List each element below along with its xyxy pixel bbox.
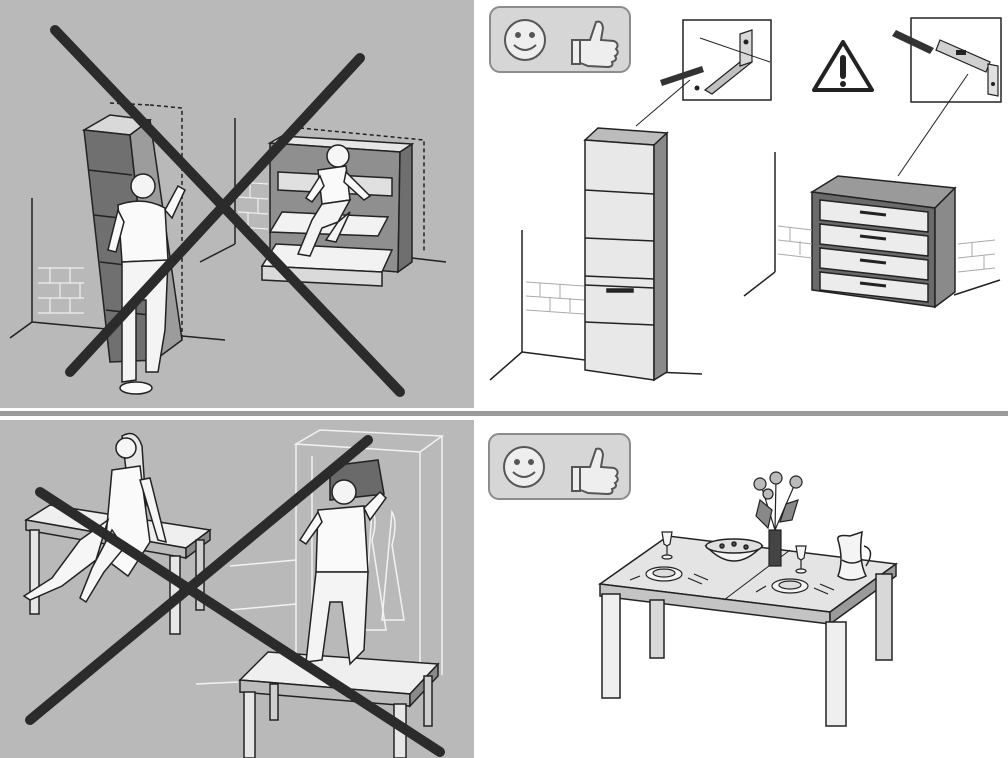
dining-table (597, 535, 898, 727)
table-setting-right (755, 545, 835, 595)
chest-anchored (743, 152, 1001, 309)
thumbs-up-icon (571, 20, 619, 69)
smiley-icon (503, 446, 545, 488)
smiley-icon (504, 19, 546, 61)
brick-pattern-left (38, 267, 84, 314)
panel-prohibited-climbing (0, 0, 474, 408)
panel-prohibited-table-misuse (0, 420, 474, 758)
approval-badge (489, 6, 631, 73)
panel-table-proper-use (476, 420, 1008, 758)
thumbs-up-icon (571, 447, 619, 496)
horizontal-divider (0, 408, 1008, 420)
tall-cabinet-anchored (489, 127, 703, 382)
brick-pattern-cabinet (525, 281, 585, 315)
cross-icon (25, 435, 445, 757)
flower-vase (753, 471, 803, 567)
cross-icon (50, 25, 405, 397)
warning-icon (812, 40, 874, 92)
panel-wall-anchoring (476, 0, 1008, 408)
man-pulling-cabinet (107, 173, 186, 395)
approval-badge (488, 433, 631, 500)
salad-bowl (704, 538, 764, 562)
woman-sitting-on-table (22, 432, 168, 604)
vertical-divider (474, 0, 476, 758)
brick-pattern-chest (777, 225, 996, 273)
water-jug (837, 530, 872, 581)
spirit-level-icon (892, 17, 1002, 177)
child-climbing-drawers (296, 144, 372, 257)
table-setting-left (629, 531, 709, 585)
wall-bracket-icon (635, 19, 772, 127)
man-standing-on-table (298, 459, 387, 666)
